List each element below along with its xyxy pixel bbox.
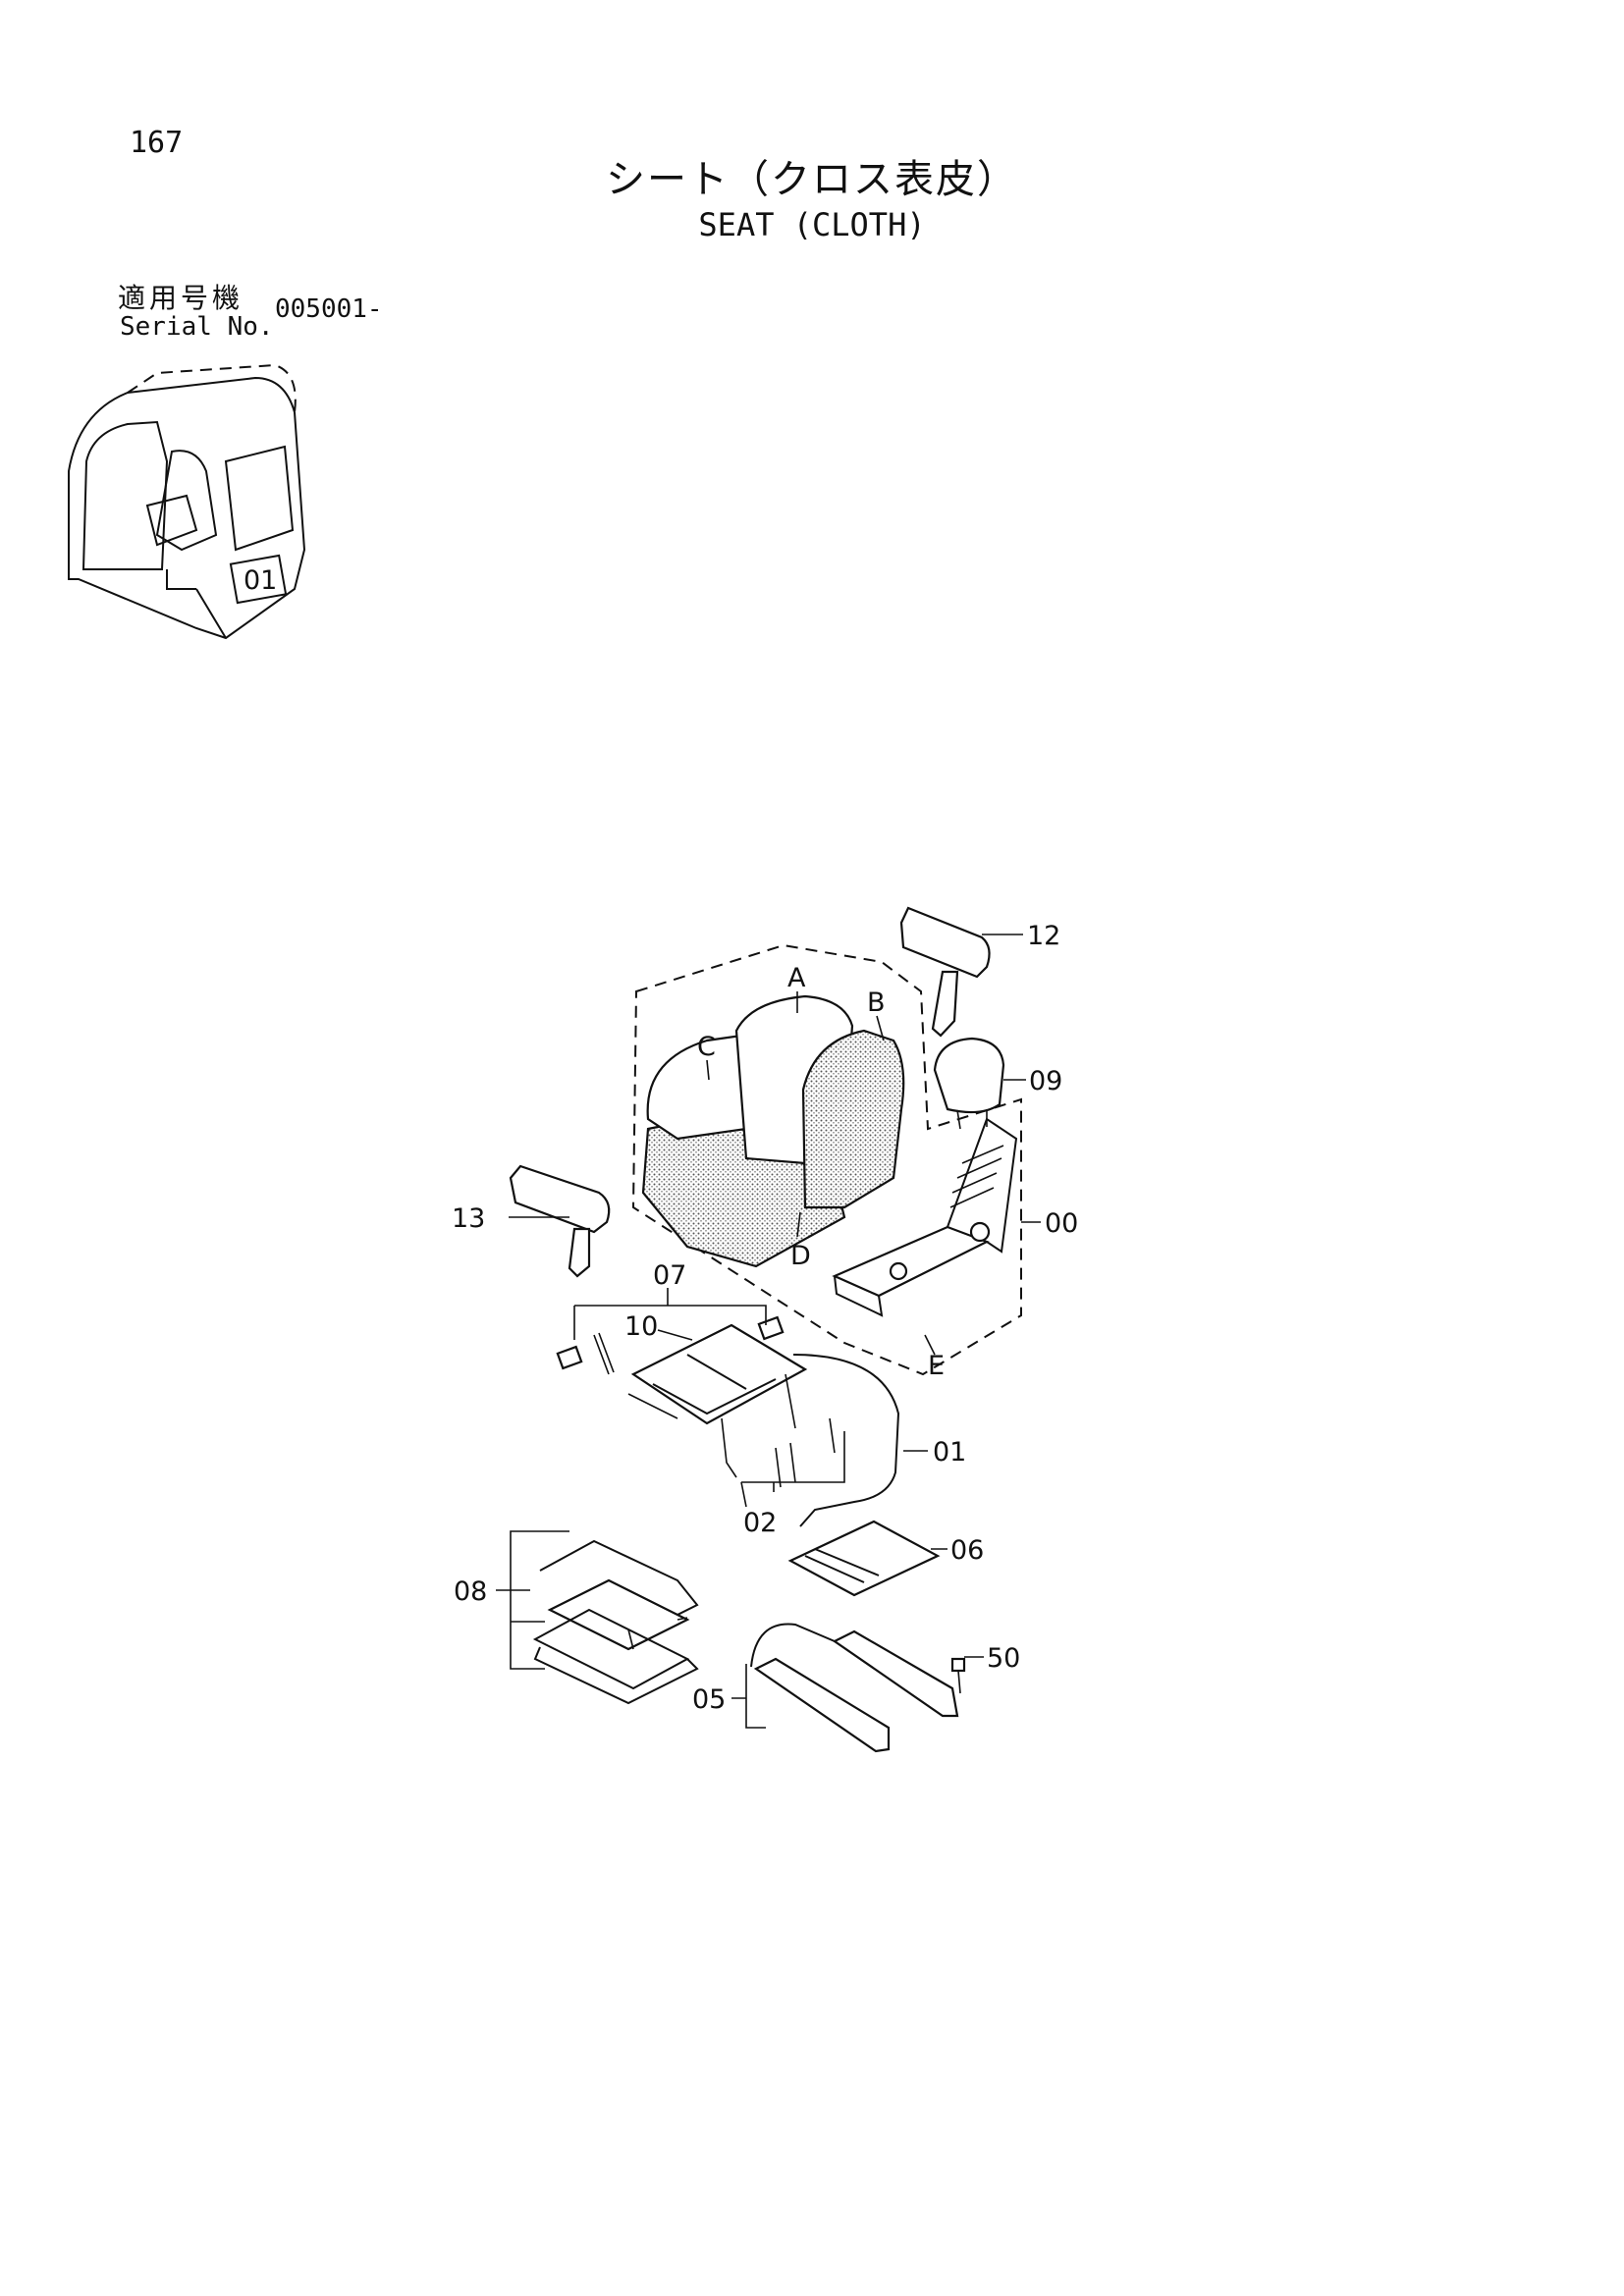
callout-09: 09 [1029, 1066, 1062, 1096]
callout-06: 06 [950, 1535, 984, 1566]
cable-part [792, 1354, 900, 1527]
serial-number-value: 005001- [275, 294, 383, 324]
callout-B: B [867, 988, 886, 1018]
seat-cushion-part [641, 994, 905, 1268]
callout-10: 10 [624, 1311, 658, 1342]
suspension-part [556, 1315, 836, 1488]
callout-01: 01 [933, 1437, 966, 1468]
armrest-left-part [509, 1164, 611, 1278]
mount-brackets-part [532, 1539, 699, 1705]
page-title-japanese: シート（クロス表皮） [606, 157, 1018, 202]
armrest-right-part [899, 906, 991, 1038]
callout-A: A [787, 963, 806, 993]
headrest-part [933, 1037, 1005, 1130]
serial-label-english: Serial No. [120, 312, 274, 342]
seat-assembly-boundary [631, 943, 1022, 1376]
locator-label: 01 [244, 565, 277, 596]
callout-D: D [790, 1241, 811, 1271]
callout-13: 13 [452, 1203, 485, 1234]
slide-lever-part [750, 1623, 966, 1753]
callout-leaders [496, 934, 1041, 1729]
callout-50: 50 [987, 1643, 1020, 1674]
callout-00: 00 [1045, 1208, 1078, 1239]
page-number: 167 [130, 126, 184, 160]
cab-locator-illustration: 01 [68, 363, 306, 640]
callout-12: 12 [1027, 921, 1060, 951]
slide-rails-part [787, 1520, 941, 1597]
callout-07: 07 [653, 1260, 686, 1291]
callout-05: 05 [692, 1684, 726, 1715]
seat-frame-part [832, 1117, 1018, 1317]
callout-02: 02 [743, 1508, 777, 1538]
page-title-english: SEAT (CLOTH) [698, 206, 926, 243]
serial-label-japanese: 適用号機 [118, 282, 244, 314]
callout-C: C [697, 1032, 716, 1062]
callout-08: 08 [454, 1576, 487, 1607]
callout-E: E [928, 1351, 945, 1381]
